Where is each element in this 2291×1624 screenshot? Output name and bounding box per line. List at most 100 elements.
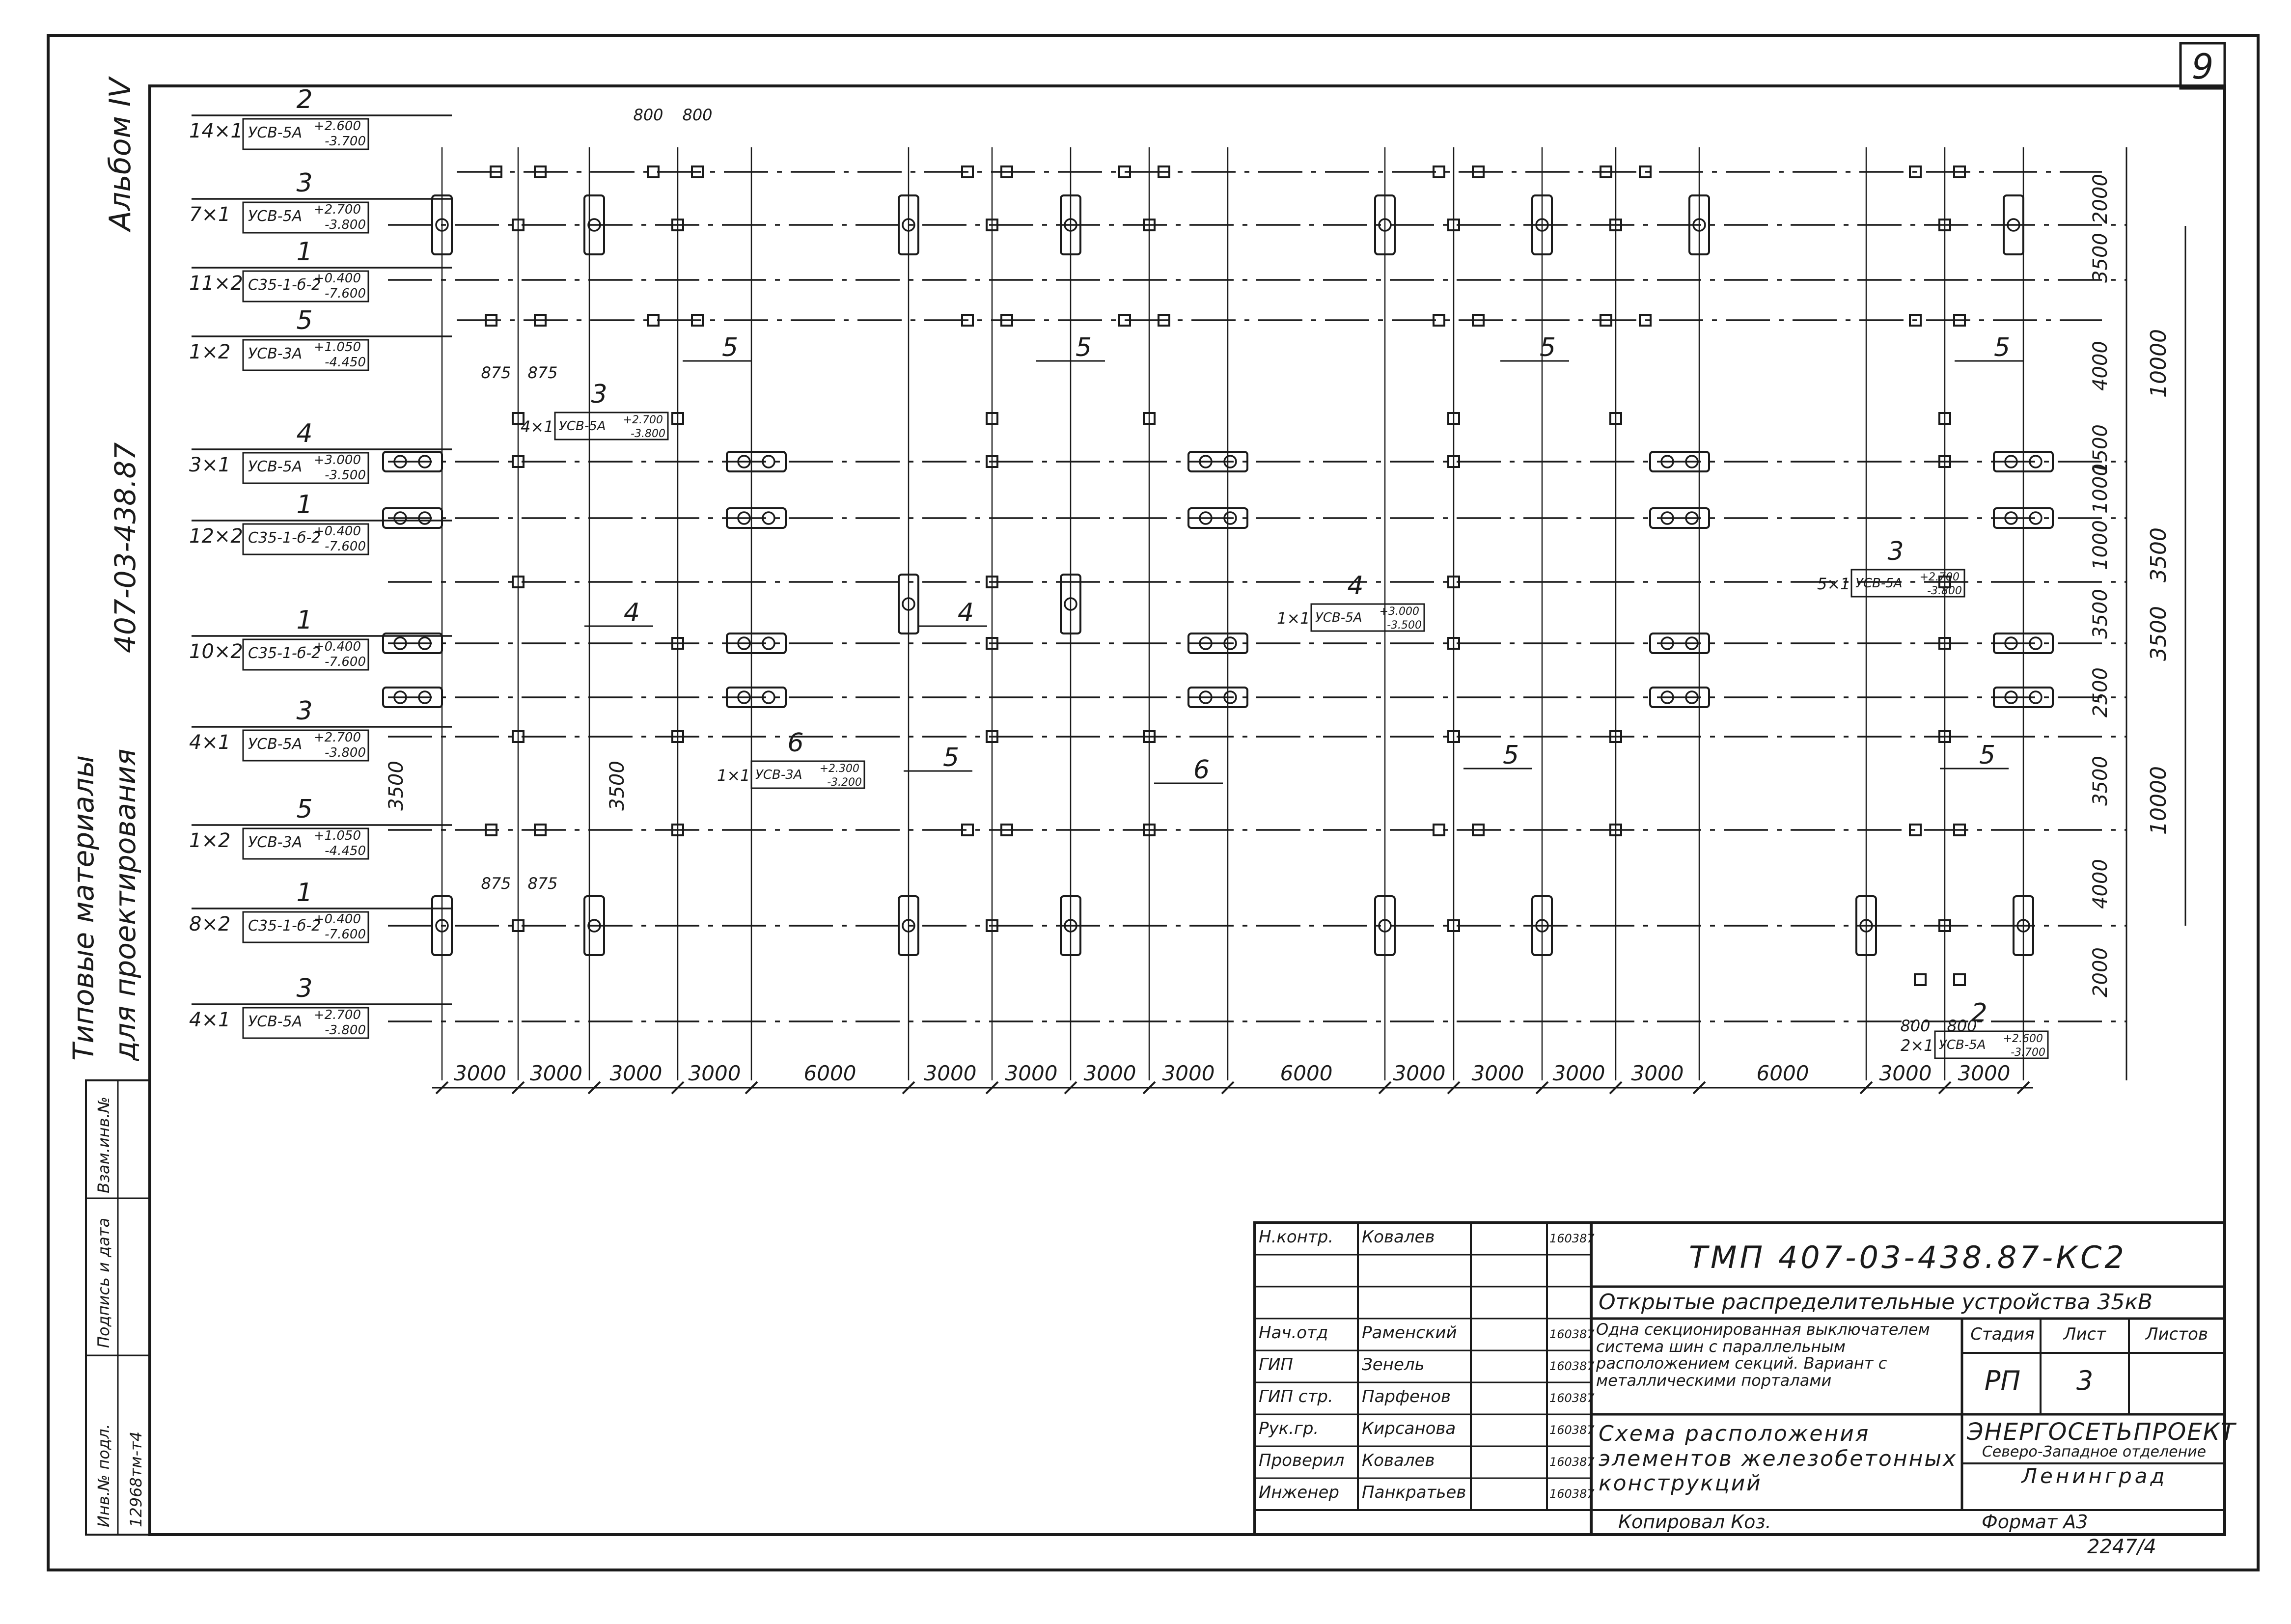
column-marker xyxy=(986,219,998,231)
inner-elev-bottom: -3.200 xyxy=(827,776,862,789)
tb-role: Рук.гр. xyxy=(1259,1419,1319,1438)
column-marker xyxy=(671,412,684,425)
column-marker xyxy=(1953,973,1966,986)
tb-date: 160387 xyxy=(1549,1455,1595,1469)
column-marker xyxy=(986,919,998,932)
row-position-number: 1 xyxy=(296,490,312,520)
row-quantity: 4×1 xyxy=(189,1009,230,1031)
row-elev-top: +2.700 xyxy=(314,202,361,217)
sheet-number: 9 xyxy=(2192,47,2214,87)
series-title-line2: для проектирования xyxy=(109,749,142,1061)
stage-header: Стадия xyxy=(1970,1324,2035,1344)
beam-node xyxy=(1223,455,1237,468)
beam-node xyxy=(587,919,601,933)
beam-node xyxy=(1223,636,1237,650)
column-marker xyxy=(512,412,524,425)
beam-node xyxy=(1685,511,1699,525)
column-marker xyxy=(1000,314,1013,327)
mark-box xyxy=(242,911,369,943)
inner-mark: УСВ-5А xyxy=(1315,610,1362,625)
portal-axes xyxy=(441,147,2024,1080)
column-marker xyxy=(1609,730,1622,743)
dim-tick xyxy=(1609,1081,1623,1095)
column-marker xyxy=(1447,455,1460,468)
beam-marker xyxy=(1688,194,1710,255)
bottom-dimension: 3000 xyxy=(689,1061,741,1085)
tb-role: Проверил xyxy=(1259,1451,1345,1470)
row-elev-top: +1.050 xyxy=(314,828,361,843)
beam-node xyxy=(1378,919,1392,933)
bottom-dimension: 3000 xyxy=(454,1061,506,1085)
column-marker xyxy=(671,730,684,743)
dim-tick xyxy=(745,1081,758,1095)
column-marker xyxy=(1953,314,1966,327)
inner-elev-bottom: -3.500 xyxy=(1387,619,1422,632)
row-quantity: 1×2 xyxy=(189,341,230,363)
callout-number: 6 xyxy=(1193,755,1210,785)
inner-elev-top: +3.000 xyxy=(1380,606,1419,618)
tb-name: Парфенов xyxy=(1362,1387,1451,1406)
column-marker xyxy=(1000,165,1013,178)
row-position-number: 2 xyxy=(296,85,312,114)
row-position-number: 4 xyxy=(296,419,312,448)
mark-box xyxy=(1850,569,1965,598)
margin-stamp-inv-value: 12968тм-т4 xyxy=(127,1431,145,1527)
column-marker xyxy=(1118,165,1131,178)
inner-mark: УСВ-3А xyxy=(755,768,802,782)
row-mark: УСВ-5А xyxy=(248,124,302,141)
column-marker xyxy=(512,219,524,231)
beam-marker xyxy=(1993,633,2054,654)
row-elev-bottom: -3.800 xyxy=(325,1023,366,1038)
column-marker xyxy=(1472,165,1485,178)
tb-name: Зенель xyxy=(1362,1355,1425,1375)
row-elev-top: +1.050 xyxy=(314,340,361,355)
row-position-number: 3 xyxy=(296,974,312,1003)
beam-node xyxy=(1223,690,1237,704)
column-marker xyxy=(1938,219,1951,231)
column-marker xyxy=(1143,219,1156,231)
right-total-dimension: 10000 xyxy=(2146,329,2171,398)
beam-marker xyxy=(1374,194,1396,255)
beam-node xyxy=(762,636,775,650)
column-marker xyxy=(986,730,998,743)
beam-node xyxy=(2029,690,2043,704)
row-elev-bottom: -3.800 xyxy=(325,745,366,760)
small-dimension: 875 xyxy=(481,874,511,893)
right-total-dimension: 10000 xyxy=(2146,766,2171,835)
beam-marker xyxy=(1187,451,1248,472)
beam-marker xyxy=(583,194,605,255)
beam-marker xyxy=(1649,507,1710,529)
beam-node xyxy=(1064,919,1077,933)
beam-marker xyxy=(1649,687,1710,708)
column-marker xyxy=(1600,314,1612,327)
column-marker xyxy=(1639,314,1652,327)
dim-tick xyxy=(1142,1081,1156,1095)
column-marker xyxy=(534,314,547,327)
column-marker xyxy=(961,165,974,178)
beam-marker xyxy=(1993,451,2054,472)
dim-tick xyxy=(1938,1081,1952,1095)
beam-node xyxy=(418,690,432,704)
dim-tick xyxy=(1447,1081,1461,1095)
beam-marker xyxy=(1374,895,1396,956)
right-total-dimension: 3500 xyxy=(2146,606,2171,661)
beam-marker xyxy=(898,194,919,255)
beam-node xyxy=(2004,690,2018,704)
bottom-dimension: 6000 xyxy=(804,1061,856,1085)
row-quantity: 11×2 xyxy=(189,272,243,295)
row-quantity: 14×1 xyxy=(189,120,243,142)
beam-marker xyxy=(1060,574,1081,634)
beam-node xyxy=(435,218,449,232)
row-elev-bottom: -4.450 xyxy=(325,844,366,858)
tb-date: 160387 xyxy=(1549,1391,1595,1405)
tb-date: 160387 xyxy=(1549,1232,1595,1245)
beam-node xyxy=(1378,218,1392,232)
column-marker xyxy=(1609,412,1622,425)
callout-number: 5 xyxy=(1503,741,1519,770)
row-mark: УСВ-5А xyxy=(248,736,302,753)
beam-node xyxy=(2029,455,2043,468)
beam-node xyxy=(1660,455,1674,468)
inner-position-number: 4 xyxy=(1347,571,1363,601)
row-position-number: 5 xyxy=(296,795,312,824)
